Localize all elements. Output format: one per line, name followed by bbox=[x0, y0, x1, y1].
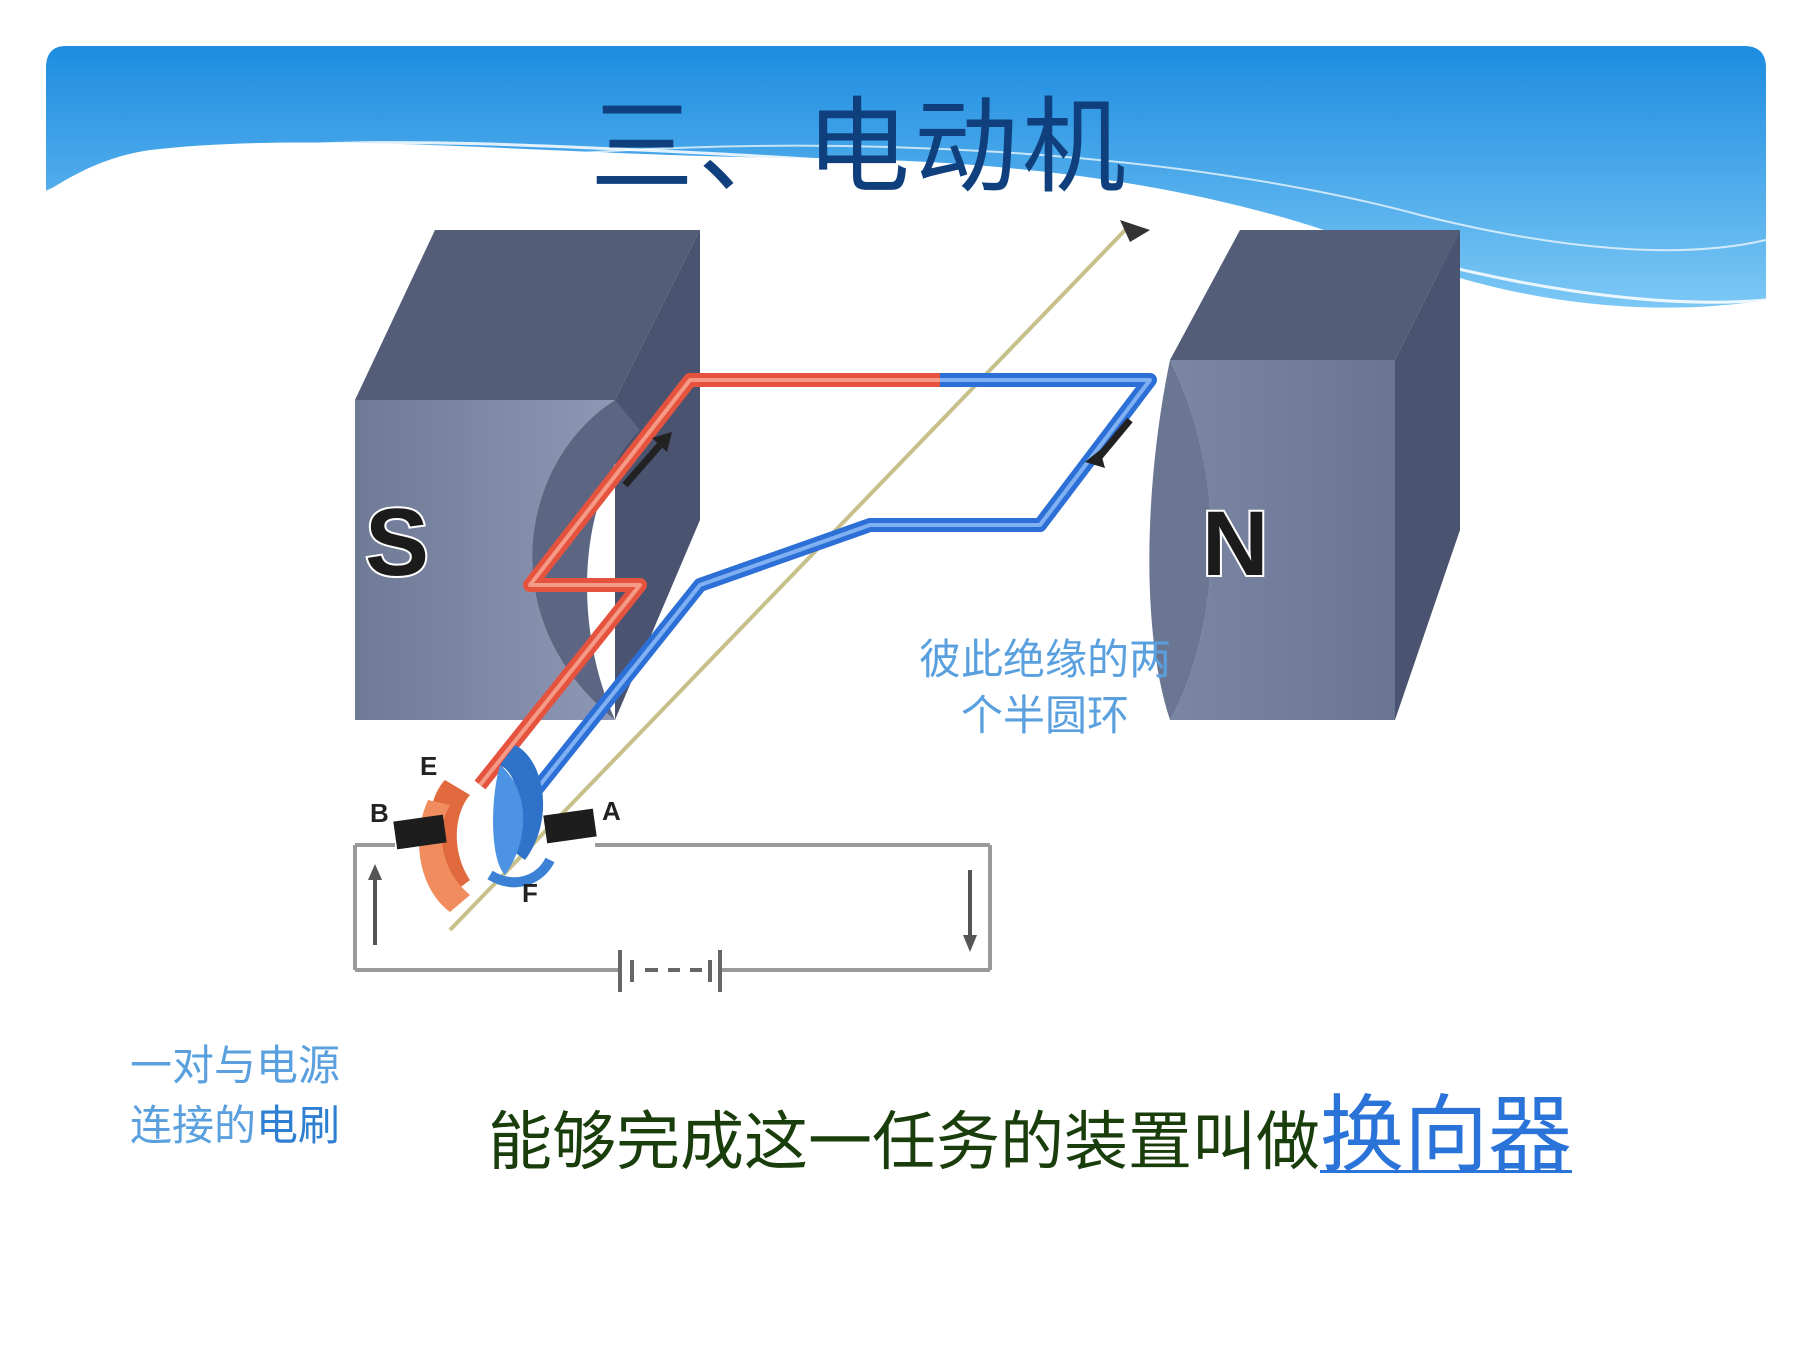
pole-n-label: N bbox=[1202, 493, 1268, 595]
brushes-label: 一对与电源 连接的电刷 bbox=[130, 1036, 410, 1156]
brush-b bbox=[393, 814, 447, 850]
brush-a bbox=[543, 808, 597, 844]
n-magnet: N bbox=[1149, 230, 1460, 720]
slide-title: 三、电动机 bbox=[590, 86, 1131, 208]
commutator bbox=[419, 745, 555, 912]
pole-s-label: S bbox=[365, 489, 429, 596]
commutator-sentence: 能够完成这一任务的装置叫做换向器 bbox=[488, 1090, 1748, 1188]
sentence-text: 能够完成这一任务的装置叫做 bbox=[488, 1106, 1320, 1180]
brushes-label-line2-part2: 电刷 bbox=[256, 1101, 341, 1150]
battery-symbol bbox=[618, 950, 722, 992]
brushes-label-line2-part1: 连接的 bbox=[130, 1101, 257, 1150]
circuit bbox=[353, 843, 992, 972]
point-b-label: B bbox=[370, 798, 389, 828]
motor-diagram: S N E F B A bbox=[353, 220, 1460, 992]
commutator-link[interactable]: 换向器 bbox=[1320, 1086, 1573, 1184]
point-f-label: F bbox=[522, 878, 538, 908]
point-e-label: E bbox=[420, 751, 437, 781]
split-rings-label-line1: 彼此绝缘的两 bbox=[918, 635, 1171, 684]
split-rings-label-line2: 个半圆环 bbox=[960, 691, 1129, 740]
split-rings-label: 彼此绝缘的两 个半圆环 bbox=[880, 632, 1210, 744]
brushes-label-line1: 一对与电源 bbox=[130, 1041, 341, 1090]
point-a-label: A bbox=[602, 796, 621, 826]
brushes-label-line2: 连接的电刷 bbox=[130, 1096, 410, 1156]
